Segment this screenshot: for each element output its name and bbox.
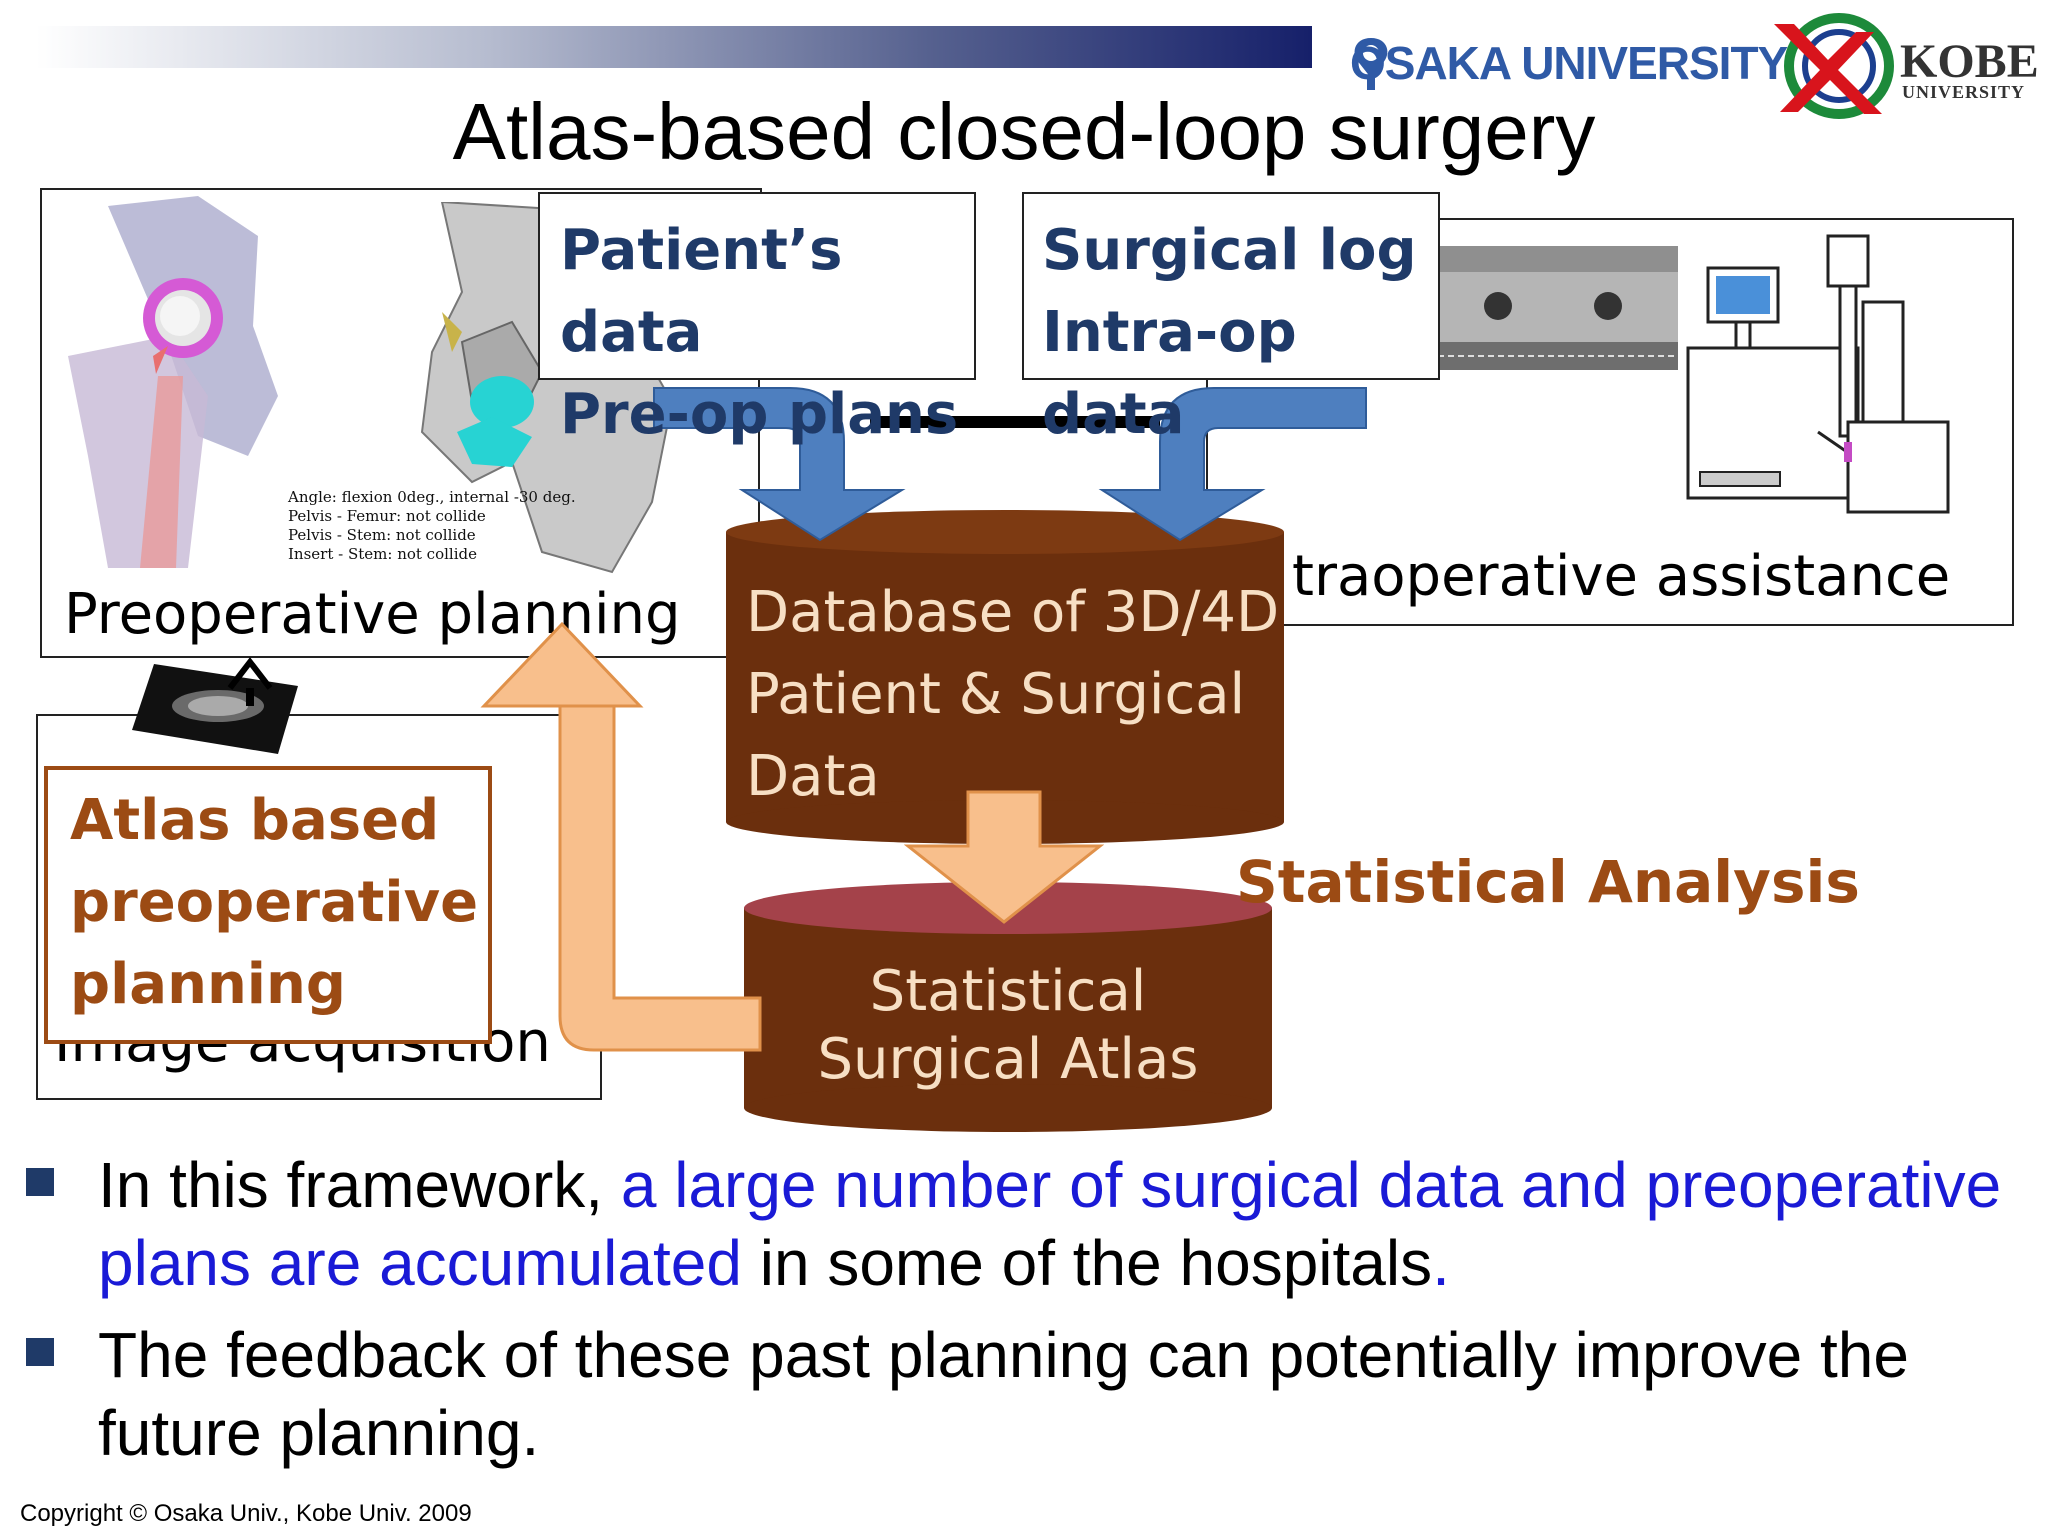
surgical-device-photo-image <box>1438 246 1678 370</box>
small-up-arrow-icon <box>227 657 273 706</box>
kobe-logo-mark-icon <box>1774 13 1894 119</box>
statistical-atlas-line: Surgical Atlas <box>817 1027 1199 1092</box>
atlas-planning-line: preoperative <box>70 870 479 935</box>
database-line: Data <box>746 744 880 809</box>
surgical-log-text: Surgical log Intra-op data <box>1042 210 1438 456</box>
surgical-log-box: Surgical log Intra-op data <box>1022 192 1440 447</box>
patient-data-line: Pre-op plans <box>560 382 959 447</box>
planning-note: Insert - Stem: not collide <box>288 545 477 563</box>
peach-down-arrow-shape <box>904 790 1104 924</box>
kobe-university-logo-subtitle: UNIVERSITY <box>1902 82 2026 102</box>
atlas-based-planning-box: Atlas based preoperative planning <box>44 766 492 1044</box>
preoperative-planning-panel: Angle: flexion 0deg., internal -30 deg. … <box>40 188 762 658</box>
connector-line <box>870 416 1160 428</box>
osaka-logo-mark-icon <box>1354 38 1388 90</box>
statistical-atlas-line: Statistical <box>869 959 1147 1024</box>
bullet-marker <box>26 1168 54 1196</box>
bullet-1-period: . <box>1432 1227 1450 1299</box>
statistical-atlas-text: Statistical Surgical Atlas <box>744 958 1272 1094</box>
blue-arrow-left-shape <box>653 387 906 542</box>
planning-note: Angle: flexion 0deg., internal -30 deg. <box>288 488 576 506</box>
intraoperative-assistance-label: traoperative assistance <box>1292 544 1951 609</box>
surgical-robot-illustration <box>1686 234 1950 514</box>
atlas-planning-text: Atlas based preoperative planning <box>70 780 478 1026</box>
copyright-footer: Copyright © Osaka Univ., Kobe Univ. 2009 <box>20 1500 472 1527</box>
preoperative-planning-label: Preoperative planning <box>64 582 681 647</box>
patient-data-box: Patient’s data Pre-op plans <box>538 192 976 447</box>
blue-arrow-right-shape <box>1098 387 1367 542</box>
hip-femur-model-image <box>48 196 298 568</box>
database-cylinder-shape <box>726 510 1284 844</box>
patient-data-text: Patient’s data Pre-op plans <box>560 210 974 456</box>
database-line: Database of 3D/4D <box>746 580 1280 645</box>
atlas-planning-line: planning <box>70 952 346 1017</box>
database-line: Patient & Surgical <box>746 662 1246 727</box>
statistical-analysis-label: Statistical Analysis <box>1236 848 1860 916</box>
osaka-university-logo: OSAKA UNIVERSITY <box>1350 37 1788 89</box>
bullet-1-start: In this framework, <box>98 1149 621 1221</box>
bullet-marker <box>26 1338 54 1366</box>
bullet-1-text: In this framework, a large number of sur… <box>98 1146 2018 1302</box>
planning-note: Pelvis - Femur: not collide <box>288 507 486 525</box>
bullet-2-text: The feedback of these past planning can … <box>98 1319 1909 1469</box>
atlas-planning-line: Atlas based <box>70 788 440 853</box>
bullet-1-highlight: a large number of surgical data and preo… <box>98 1149 2002 1299</box>
database-text: Database of 3D/4D Patient & Surgical Dat… <box>746 572 1279 818</box>
slide-title: Atlas-based closed-loop surgery <box>452 87 1596 176</box>
kobe-university-logo: KOBE <box>1900 35 2039 88</box>
ct-scan-thumbnail-image <box>132 664 298 754</box>
planning-notes: Angle: flexion 0deg., internal -30 deg. … <box>288 488 576 564</box>
patient-data-line: Patient’s data <box>560 218 843 365</box>
title-gradient-bar <box>36 26 1312 68</box>
surgical-log-line: Intra-op data <box>1042 300 1297 447</box>
surgical-log-line: Surgical log <box>1042 218 1417 283</box>
peach-feedback-arrow-shape <box>480 621 762 1052</box>
planning-note: Pelvis - Stem: not collide <box>288 526 476 544</box>
bullet-1-end: in some of the hospitals <box>741 1227 1433 1299</box>
